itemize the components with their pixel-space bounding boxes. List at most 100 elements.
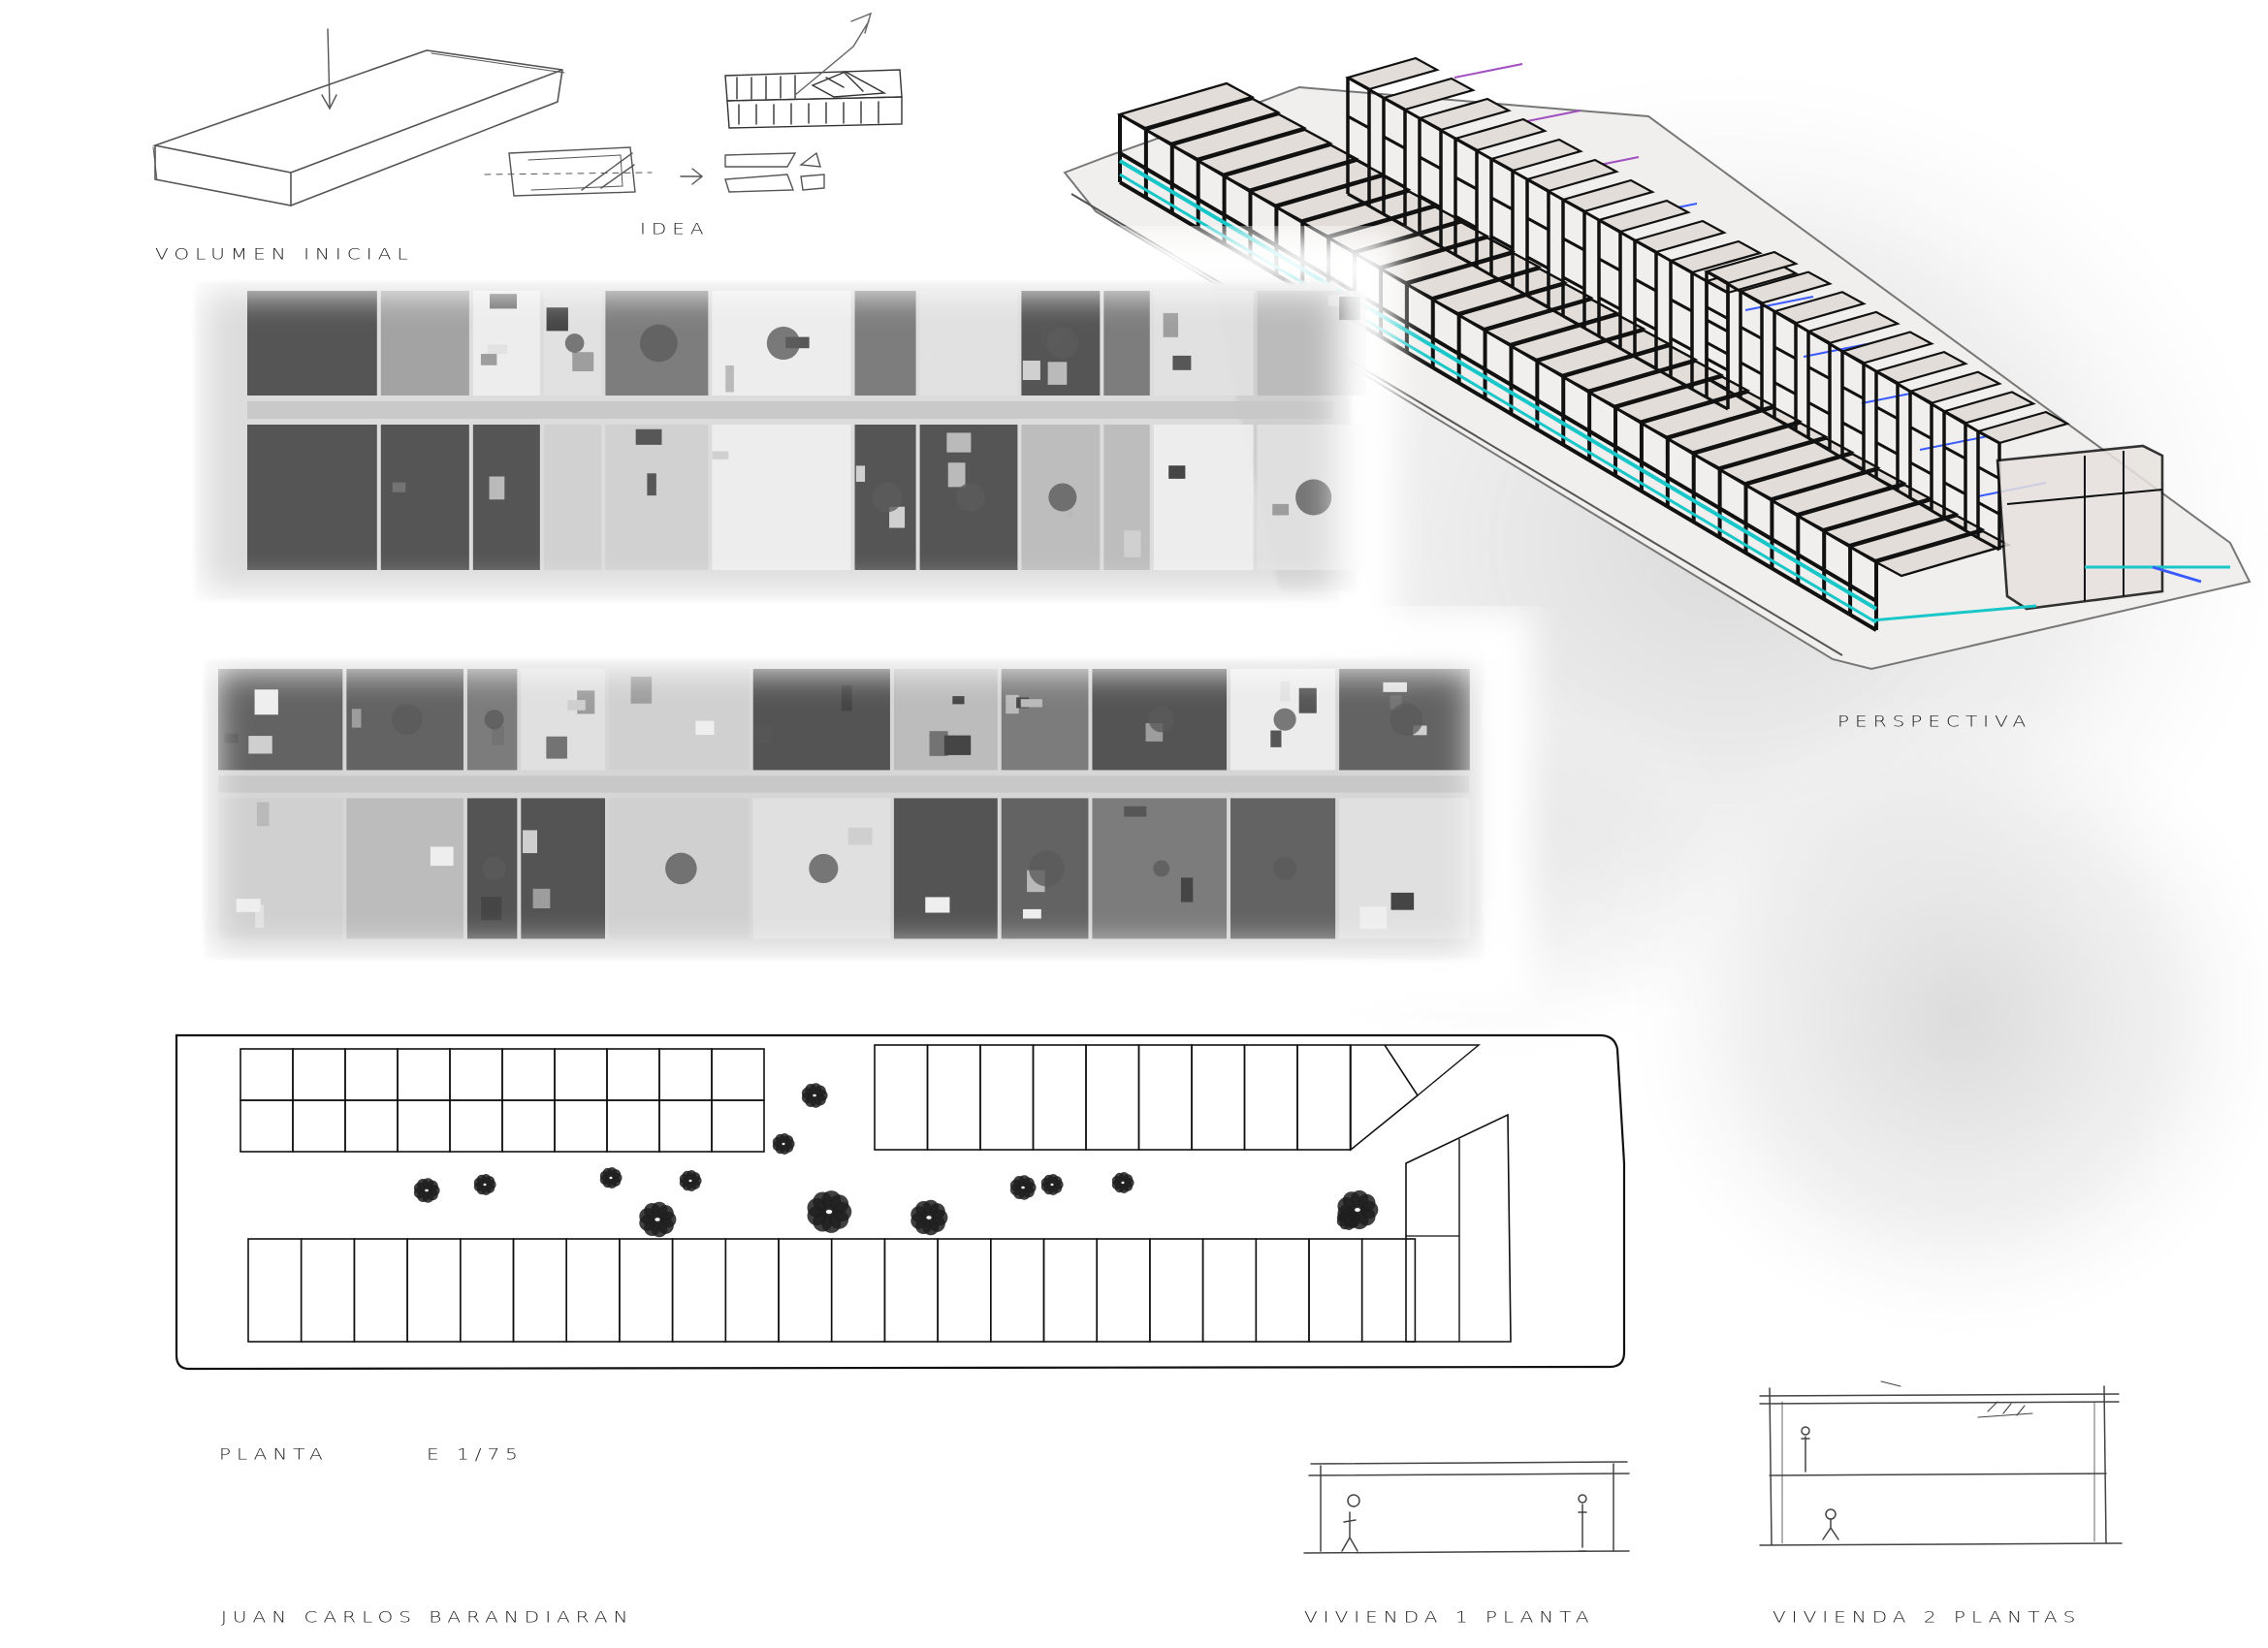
building-roof <box>472 425 540 570</box>
roof-detail <box>1066 502 1074 518</box>
scale-label: E 1/75 <box>427 1444 524 1464</box>
roof-tree <box>665 852 697 885</box>
roof-detail <box>490 294 518 309</box>
tree-group <box>413 1083 1379 1238</box>
plan-unit <box>449 1048 503 1101</box>
roof-detail <box>392 482 406 492</box>
plan-unit <box>606 1048 660 1101</box>
roof-detail <box>889 506 906 528</box>
plan-unit <box>830 1238 886 1343</box>
roof-detail <box>1168 465 1186 479</box>
plan-unit <box>1308 1238 1363 1343</box>
roof-detail <box>489 476 505 500</box>
plan-unit <box>778 1238 833 1343</box>
plan-corner-edge <box>1385 1044 1481 1096</box>
plan-unit <box>671 1238 727 1343</box>
roof-detail <box>567 700 586 711</box>
plan-unit <box>406 1238 462 1343</box>
building-roof <box>919 291 1018 396</box>
end-pavilion <box>1996 444 2164 611</box>
plan-unit <box>979 1044 1035 1151</box>
plan-unit <box>397 1048 451 1101</box>
plan-unit <box>247 1238 303 1343</box>
roof-tree <box>1390 703 1423 737</box>
roof-detail <box>1390 892 1415 910</box>
plan-unit <box>554 1048 608 1101</box>
roof-detail <box>255 904 265 929</box>
building-roof <box>605 425 709 570</box>
roof-detail <box>256 802 270 827</box>
roof-detail <box>254 689 278 715</box>
building-roof <box>1153 425 1254 570</box>
end-pavilion-frame <box>2006 451 2163 601</box>
plan-unit <box>501 1099 556 1153</box>
plan-unit <box>874 1044 929 1151</box>
roof-detail <box>1298 687 1317 713</box>
roof-tree <box>1046 327 1079 360</box>
building-roof <box>543 425 602 570</box>
planta-label: PLANTA <box>219 1444 329 1464</box>
section-2-floor-sketch <box>1759 1380 2123 1546</box>
street <box>218 776 1469 793</box>
plan-unit <box>1296 1044 1352 1151</box>
roof-detail <box>1270 730 1282 747</box>
plan-unit <box>397 1099 451 1153</box>
idea-sketch <box>484 12 903 197</box>
tree-icon <box>1040 1174 1064 1195</box>
floor-plan <box>175 1033 1626 1371</box>
roof-detail <box>1124 806 1147 817</box>
tree-icon <box>801 1083 828 1108</box>
roof-detail <box>1163 312 1178 337</box>
roof-detail <box>1413 725 1427 736</box>
vivienda-2-plantas-label: VIVIENDA 2 PLANTAS <box>1773 1607 2082 1627</box>
tree-icon <box>1111 1172 1134 1193</box>
roof-detail <box>236 899 261 912</box>
aerial-photo-bottom <box>155 611 1532 1008</box>
roof-tree <box>1029 850 1066 887</box>
blue-line <box>2152 565 2202 584</box>
section-1-floor-sketch <box>1303 1461 1630 1554</box>
roof-detail <box>480 354 497 365</box>
plan-unit <box>240 1099 294 1153</box>
roof-detail <box>224 733 239 744</box>
roof-detail <box>712 451 729 460</box>
roof-detail <box>532 888 551 909</box>
tree-icon <box>1009 1175 1037 1200</box>
plan-unit-corner <box>1350 1044 1420 1152</box>
tree-icon <box>807 1190 852 1233</box>
plan-unit <box>1032 1044 1087 1151</box>
roof-detail <box>523 830 537 854</box>
plan-unit <box>292 1048 346 1101</box>
roof-detail <box>695 720 715 736</box>
building-roof <box>712 425 851 570</box>
tall-block-front <box>1345 56 1799 411</box>
roof-tree <box>482 856 506 880</box>
plan-unit <box>1096 1238 1151 1343</box>
street <box>247 401 1333 419</box>
roof-detail <box>1022 908 1041 919</box>
roof-detail <box>430 846 454 867</box>
plan-unit <box>353 1238 408 1343</box>
plan-unit <box>1360 1238 1417 1343</box>
roof-detail <box>946 432 972 453</box>
roof-tree <box>1153 860 1170 877</box>
building-roof <box>1001 669 1089 771</box>
initial-volume-sketch <box>151 28 565 206</box>
roof-detail <box>546 736 567 759</box>
building-roof <box>346 798 463 939</box>
floor-line <box>1118 151 1878 603</box>
plan-unit <box>606 1099 660 1153</box>
plan-right-block <box>1405 1113 1512 1343</box>
plan-unit <box>711 1048 765 1101</box>
building-roof <box>854 291 916 396</box>
building-roof <box>521 798 605 939</box>
plan-unit <box>937 1238 992 1343</box>
roof-detail <box>952 696 965 705</box>
plan-unit <box>449 1099 503 1153</box>
roof-tree <box>1273 856 1297 880</box>
roof-detail <box>855 465 866 482</box>
roof-detail <box>1172 355 1192 370</box>
plan-unit <box>724 1238 780 1343</box>
